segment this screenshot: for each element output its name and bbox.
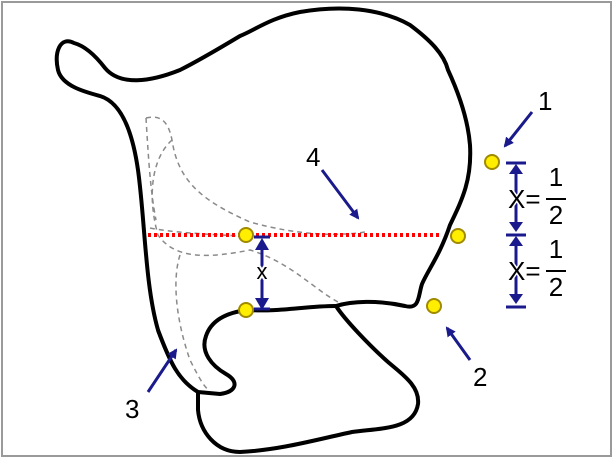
formula-bottom-numerator: 1 [549, 234, 563, 264]
marker-3-arrow [146, 348, 178, 393]
marker-1-arrow [503, 111, 534, 148]
formula-top-numerator: 1 [549, 162, 563, 192]
x-dimension-label: x [257, 259, 268, 284]
marker-4-arrow [320, 169, 360, 220]
marker-4-label: 4 [306, 142, 320, 172]
marker-2-label: 2 [473, 362, 487, 392]
bone-outline [54, 6, 473, 454]
landmark-point-bottom-right [426, 298, 442, 314]
dashed-guides [145, 116, 366, 391]
formula-top-denominator: 2 [549, 200, 563, 230]
formula-bottom: X= 1 2 [507, 234, 566, 302]
landmark-point-top-right [484, 154, 500, 170]
formula-top: X= 1 2 [507, 162, 566, 230]
formula-top-lhs: X= [508, 184, 541, 214]
formula-bottom-lhs: X= [508, 256, 541, 286]
marker-3-label: 3 [125, 394, 139, 424]
landmark-point-middle-right [450, 228, 466, 244]
right-dimension-bar [506, 161, 526, 309]
landmark-point-lower [238, 302, 254, 318]
bone-inner-notch [156, 308, 249, 396]
x-dimension-arrow [254, 235, 270, 311]
landmark-points [238, 154, 500, 318]
landmark-point-upper [238, 227, 254, 243]
marker-1-label: 1 [538, 86, 552, 116]
formula-bottom-denominator: 2 [549, 272, 563, 302]
marker-2-arrow [445, 326, 472, 361]
